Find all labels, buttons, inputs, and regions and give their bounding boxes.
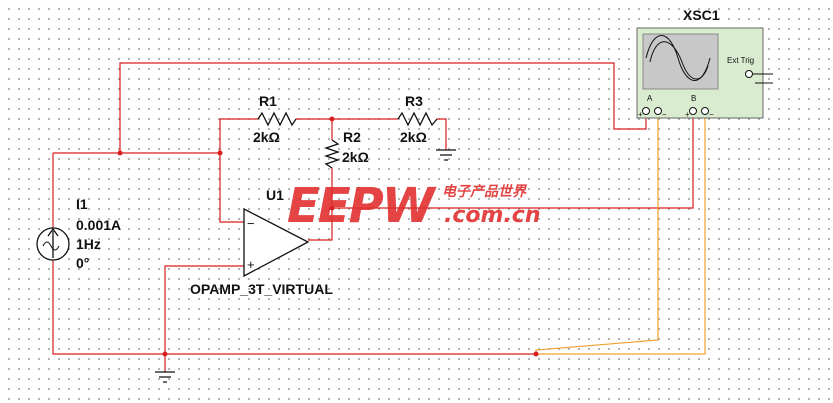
source-arrow-icon: [47, 227, 59, 258]
scope-ext-trig-terminal[interactable]: [745, 70, 753, 78]
resistor-r1[interactable]: R1 2kΩ: [253, 93, 297, 145]
scope-channel-b-label: B: [691, 94, 696, 103]
scope-b-plus-pin-label: +: [685, 110, 690, 119]
opamp-inverting-pin-label: −: [247, 216, 255, 231]
scope-a-plus-pin-label: +: [638, 110, 643, 119]
scope-a-minus-pin-label: −: [662, 110, 667, 119]
source-current-label: 0.001A: [76, 217, 121, 233]
wire-source-bottom[interactable]: [52, 260, 536, 355]
r1-zigzag-icon: [257, 111, 297, 127]
opamp-noninverting-pin-label: +: [247, 257, 255, 272]
ground-icon: [436, 149, 456, 161]
scope-ref-label: XSC1: [683, 7, 720, 23]
resistor-r3[interactable]: R3 2kΩ: [397, 93, 438, 145]
r2-zigzag-icon: [323, 139, 341, 169]
current-source-i1[interactable]: I1 0.001A 1Hz 0°: [36, 196, 121, 271]
wire-probe-a-minus[interactable]: [535, 114, 659, 354]
scope-channel-a-minus-terminal[interactable]: [654, 107, 662, 115]
wire-output-to-b[interactable]: [332, 114, 694, 209]
wires: [52, 62, 706, 372]
scope-waveform-icon: [649, 41, 709, 80]
r3-zigzag-icon: [397, 111, 438, 127]
wire-top-loop[interactable]: [119, 62, 647, 153]
wire-r3-ground[interactable]: [437, 118, 447, 150]
watermark-chinese: 电子产品世界: [442, 183, 528, 200]
opamp-model-label: OPAMP_3T_VIRTUAL: [190, 281, 333, 297]
wire-noninverting[interactable]: [164, 265, 244, 354]
r3-ref-label: R3: [405, 93, 423, 109]
r2-ref-label: R2: [343, 129, 361, 145]
junction-dot: [117, 150, 123, 156]
opamp-triangle-icon: [243, 207, 310, 278]
junction-dot: [533, 351, 539, 357]
resistor-r2[interactable]: R2 2kΩ: [323, 129, 369, 169]
r1-ref-label: R1: [259, 93, 277, 109]
source-ref-label: I1: [76, 196, 88, 212]
opamp-u1[interactable]: − + U1 OPAMP_3T_VIRTUAL: [190, 187, 333, 297]
wire-inverting-input[interactable]: [219, 118, 258, 153]
wire-probe-b-minus[interactable]: [536, 114, 706, 355]
junction-dot: [217, 150, 223, 156]
source-phase-label: 0°: [76, 255, 89, 271]
scope-channel-a-plus-terminal[interactable]: [642, 107, 650, 115]
watermark-domain: .com.cn: [444, 203, 541, 228]
opamp-ref-label: U1: [266, 187, 284, 203]
scope-ext-trig-leads: [753, 73, 773, 84]
scope-b-minus-pin-label: −: [709, 110, 714, 119]
ground-icon: [155, 371, 175, 383]
wire-r2-output[interactable]: [308, 168, 333, 241]
scope-channel-a-label: A: [647, 94, 653, 103]
source-frequency-label: 1Hz: [76, 236, 101, 252]
junction-dot: [162, 351, 168, 357]
scope-channel-b-plus-terminal[interactable]: [689, 107, 697, 115]
eepw-watermark: EEPW 电子产品世界 .com.cn: [287, 178, 541, 234]
wire-inverting-pin[interactable]: [219, 153, 244, 223]
r1-value-label: 2kΩ: [253, 129, 280, 145]
scope-ext-trig-label: Ext Trig: [727, 56, 754, 65]
oscilloscope-xsc1[interactable]: XSC1 Ext Trig A B + − + −: [636, 7, 773, 119]
r2-value-label: 2kΩ: [342, 149, 369, 165]
junction-dot: [329, 116, 335, 122]
source-sine-icon: [42, 241, 60, 251]
scope-screen: [642, 33, 719, 90]
watermark-brand: EEPW: [287, 178, 437, 234]
scope-channel-b-minus-terminal[interactable]: [701, 107, 709, 115]
junction-dot: [329, 205, 335, 211]
junctions: [117, 116, 539, 357]
r3-value-label: 2kΩ: [400, 129, 427, 145]
